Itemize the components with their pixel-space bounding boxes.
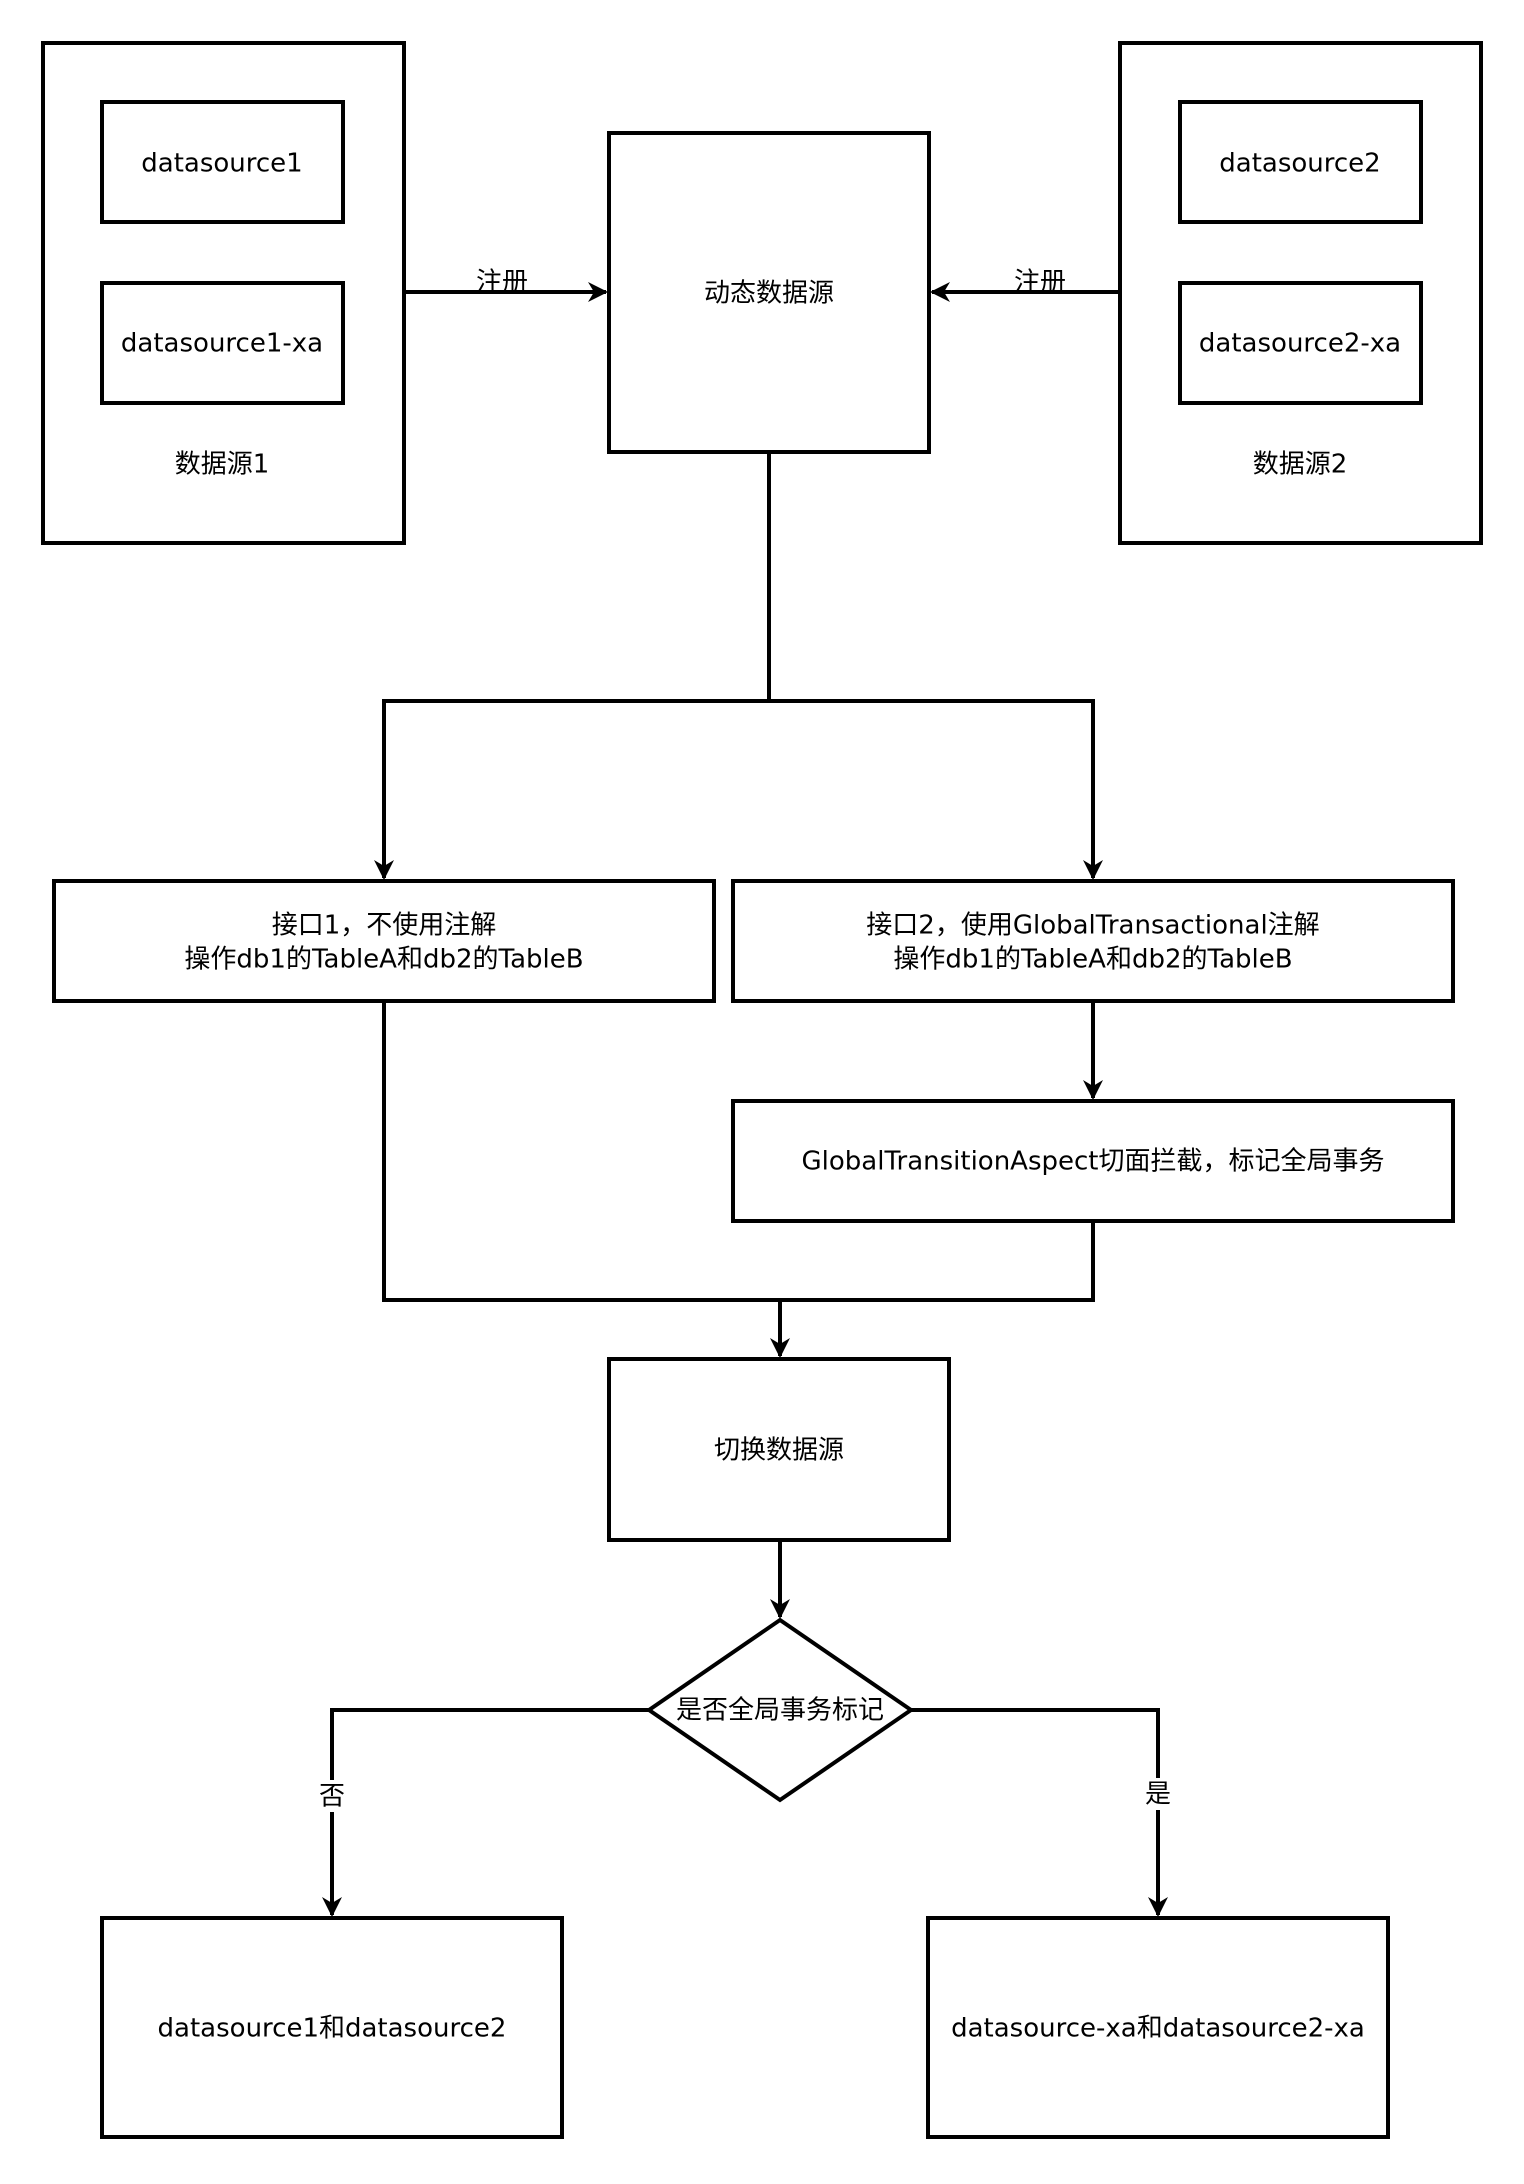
result-yes-node bbox=[926, 1916, 1390, 2139]
datasource-group-2-label: 数据源2 bbox=[1253, 450, 1348, 480]
global-transaction-decision-label: 是否全局事务标记 bbox=[676, 1696, 884, 1726]
datasource1-xa-label: datasource1-xa bbox=[121, 329, 323, 359]
api1-label-line2: 操作db1的TableA和db2的TableB bbox=[184, 945, 583, 975]
datasource2-xa-label: datasource2-xa bbox=[1199, 329, 1401, 359]
api1-label-line1: 接口1，不使用注解 bbox=[272, 911, 497, 941]
datasource2-xa-node bbox=[1178, 281, 1423, 405]
no-branch-label: 否 bbox=[319, 1782, 345, 1812]
api2-label-line1: 接口2，使用GlobalTransactional注解 bbox=[866, 911, 1319, 941]
result-no-label: datasource1和datasource2 bbox=[158, 2014, 507, 2044]
no-branch-edge bbox=[322, 1708, 649, 1917]
switch-datasource-label: 切换数据源 bbox=[714, 1436, 844, 1466]
result-no-node bbox=[100, 1916, 564, 2139]
dynamic-datasource-label: 动态数据源 bbox=[704, 279, 834, 309]
yes-branch-label-bg bbox=[1144, 1778, 1172, 1810]
fork-edge bbox=[382, 699, 1095, 878]
merge-edge bbox=[382, 1001, 1095, 1302]
global-transaction-decision bbox=[645, 1617, 915, 1803]
api2-label-line2: 操作db1的TableA和db2的TableB bbox=[893, 945, 1292, 975]
aspect-label: GlobalTransitionAspect切面拦截，标记全局事务 bbox=[802, 1147, 1385, 1177]
api2-node bbox=[731, 879, 1455, 1003]
datasource1-label: datasource1 bbox=[141, 149, 302, 179]
datasource2-node bbox=[1178, 100, 1423, 224]
yes-branch-edge bbox=[911, 1708, 1168, 1917]
datasource1-xa-node bbox=[100, 281, 345, 405]
aspect-node bbox=[731, 1099, 1455, 1223]
api1-node bbox=[52, 879, 716, 1003]
datasource1-node bbox=[100, 100, 345, 224]
no-branch-label-bg bbox=[318, 1780, 346, 1812]
register-edge-right-label: 注册 bbox=[1014, 268, 1066, 298]
result-yes-label: datasource-xa和datasource2-xa bbox=[951, 2014, 1365, 2044]
register-edge-left-label: 注册 bbox=[476, 268, 528, 298]
yes-branch-label: 是 bbox=[1145, 1780, 1171, 1810]
datasource2-label: datasource2 bbox=[1219, 149, 1380, 179]
datasource-group-1-label: 数据源1 bbox=[175, 450, 270, 480]
